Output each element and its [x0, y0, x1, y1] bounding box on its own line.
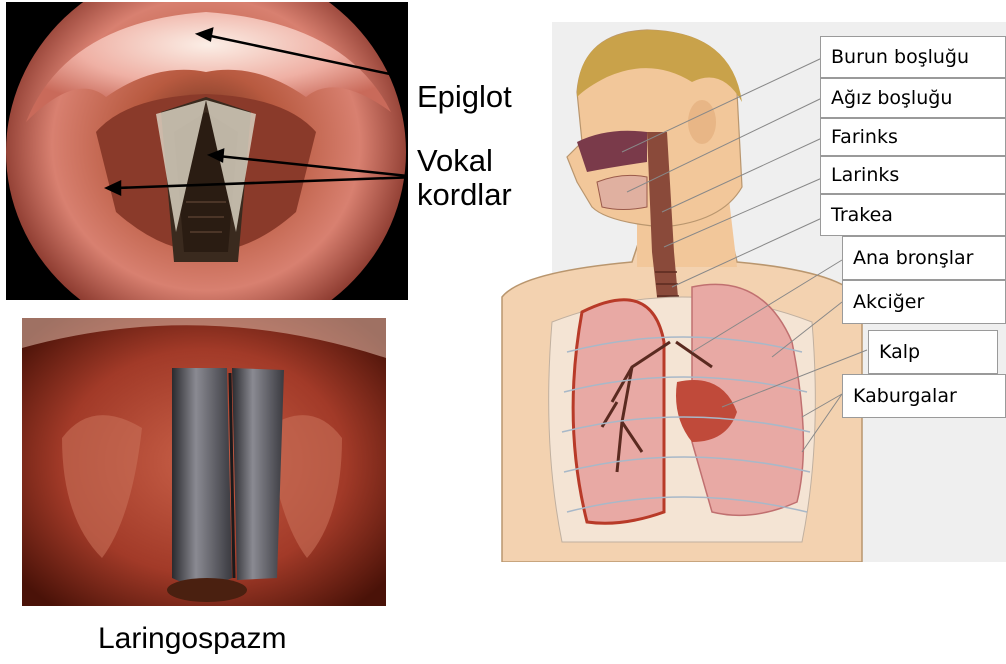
- label-heart: Kalp: [868, 330, 998, 374]
- label-ribs: Kaburgalar: [842, 374, 1006, 418]
- label-oral-cavity: Ağız boşluğu: [820, 78, 1006, 118]
- laryngospasm-photo: [22, 318, 386, 606]
- label-pharynx: Farinks: [820, 118, 1006, 156]
- label-larynx: Larinks: [820, 156, 1006, 194]
- label-main-bronchi: Ana bronşlar: [842, 236, 1006, 280]
- laryngospasm-caption: Laringospazm: [98, 622, 286, 656]
- label-lung: Akciğer: [842, 280, 1006, 324]
- label-trachea: Trakea: [820, 194, 1006, 236]
- larynx-endoscopy-photo: [6, 2, 408, 300]
- respiratory-system-diagram: Burun boşluğu Ağız boşluğu Farinks Larin…: [392, 22, 1006, 562]
- larynx-photo-graphic: [6, 2, 408, 300]
- laryngospasm-photo-graphic: [22, 318, 386, 606]
- label-nasal-cavity: Burun boşluğu: [820, 36, 1006, 78]
